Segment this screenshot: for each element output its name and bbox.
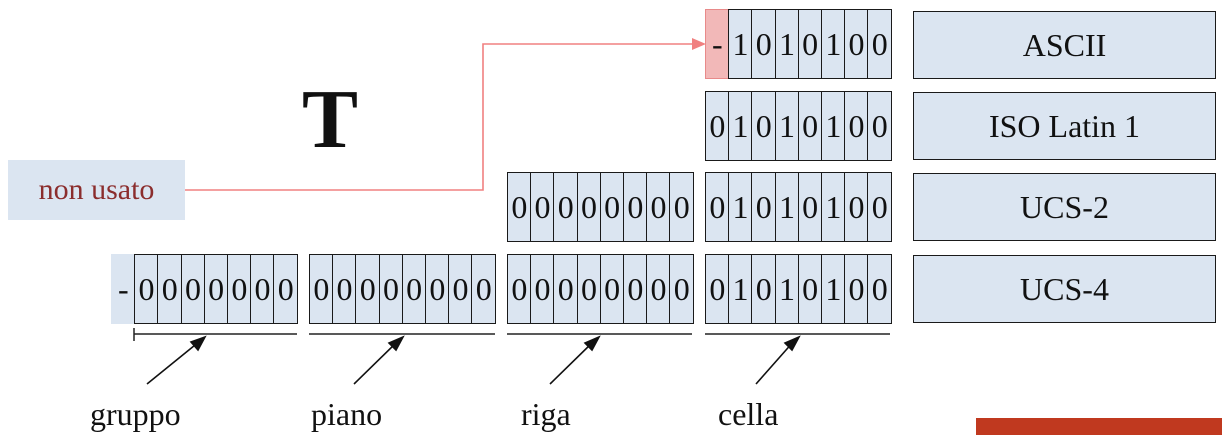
bit-cell-ucs-2-b0-0: 0 [507,172,532,242]
label-gruppo: gruppo [90,396,181,432]
bit-cell-ucs-4-b3-6: 0 [844,254,869,324]
university-logo [976,418,1222,435]
bit-cell-ucs-4-b3-3: 1 [774,254,800,324]
bit-cell-ucs-2-b1-6: 0 [844,172,869,242]
bit-cell-ucs-4-b0-7: 0 [273,254,299,324]
encoding-label-iso-latin-1: ISO Latin 1 [913,92,1216,160]
bit-cell-ucs-4-b0-2: 0 [157,254,183,324]
bit-cell-ucs-4-b1-6: 0 [448,254,473,324]
bit-cell-ucs-4-b1-5: 0 [425,254,450,324]
label-riga: riga [521,396,571,432]
bit-cell-ucs-4-b3-1: 1 [728,254,753,324]
bit-cell-ucs-4-b0-3: 0 [180,254,206,324]
unused-label: non usato [8,160,185,220]
bit-cell-ascii-b0-3: 1 [774,9,800,79]
big-letter-t: T [302,73,359,166]
bit-cell-ucs-4-b3-0: 0 [705,254,730,324]
bit-cell-ucs-2-b0-4: 0 [599,172,625,242]
bit-cell-ucs-4-b1-1: 0 [332,254,357,324]
bit-cell-ucs-4-b2-7: 0 [669,254,695,324]
bit-cell-ascii-b0-4: 0 [797,9,823,79]
label-piano: piano [311,396,383,432]
bit-cell-ucs-2-b1-5: 1 [821,172,846,242]
pointer-arrow-cella [755,335,801,385]
pointer-arrow-piano [353,335,405,385]
bit-cell-ascii-b0-6: 0 [844,9,869,79]
bit-cell-ucs-4-b1-7: 0 [471,254,497,324]
bit-cell-iso-latin-1-b0-7: 0 [867,91,893,161]
bit-cell-ucs-2-b1-2: 0 [751,172,777,242]
bit-cell-ucs-4-b2-2: 0 [553,254,579,324]
bit-cell-ucs-2-b1-0: 0 [705,172,730,242]
bit-cell-ucs-2-b0-3: 0 [576,172,602,242]
bit-cell-ucs-4-b3-7: 0 [867,254,893,324]
unused-arrow-head [692,38,706,50]
bit-cell-iso-latin-1-b0-1: 1 [728,91,753,161]
bit-cell-iso-latin-1-b0-6: 0 [844,91,869,161]
bit-cell-ucs-2-b1-7: 0 [867,172,893,242]
bit-cell-ucs-4-b2-1: 0 [530,254,555,324]
bit-cell-iso-latin-1-b0-4: 0 [797,91,823,161]
bit-cell-ucs-2-b0-7: 0 [669,172,695,242]
bit-cell-ascii-b0-7: 0 [867,9,893,79]
bit-cell-ucs-2-b1-4: 0 [797,172,823,242]
bit-cell-ucs-2-b1-1: 1 [728,172,753,242]
bit-cell-ucs-4-b0-0: - [111,254,136,324]
bit-cell-iso-latin-1-b0-0: 0 [705,91,730,161]
bit-cell-ascii-b0-1: 1 [728,9,753,79]
label-cella: cella [718,396,779,432]
bit-cell-ucs-4-b2-0: 0 [507,254,532,324]
bit-cell-ucs-4-b3-2: 0 [751,254,777,324]
encoding-label-ucs-2: UCS-2 [913,173,1216,241]
byte-underline-gruppo [133,328,297,341]
bit-cell-ucs-4-b2-3: 0 [576,254,602,324]
unused-arrow-line [185,43,700,191]
bit-cell-ucs-4-b2-4: 0 [599,254,625,324]
pointer-arrow-gruppo [146,335,207,385]
encoding-label-ascii: ASCII [913,11,1216,79]
pointer-arrow-riga [549,335,601,385]
bit-cell-ucs-4-b0-5: 0 [227,254,252,324]
bit-cell-iso-latin-1-b0-5: 1 [821,91,846,161]
bit-cell-ucs-4-b1-0: 0 [309,254,334,324]
bit-cell-ucs-2-b0-1: 0 [530,172,555,242]
encoding-label-ucs-4: UCS-4 [913,255,1216,323]
bit-cell-ucs-4-b0-6: 0 [250,254,275,324]
